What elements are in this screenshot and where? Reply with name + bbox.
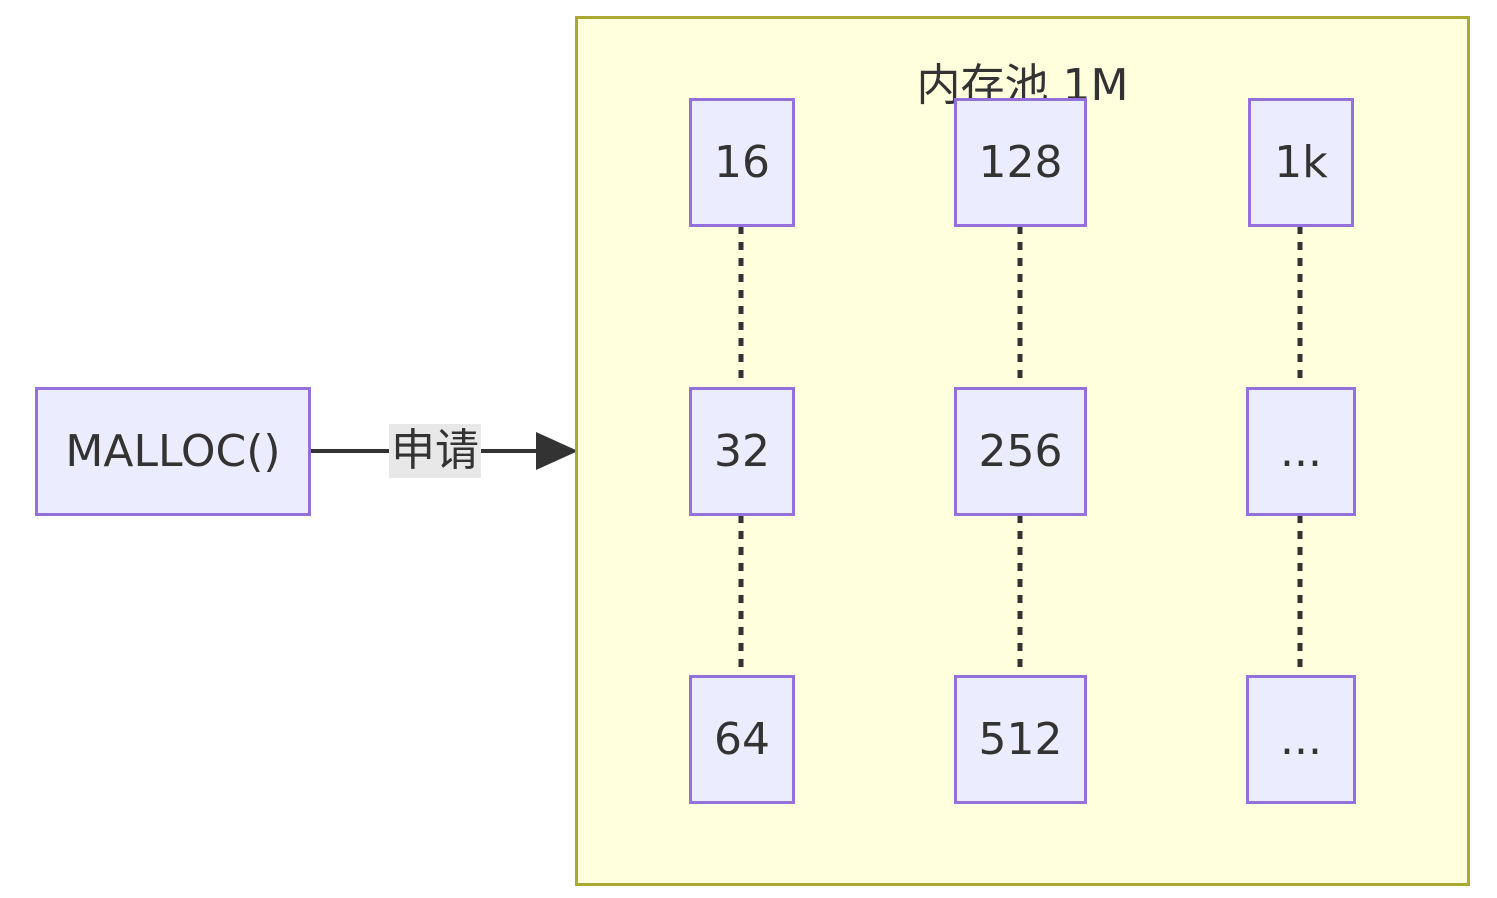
pool-node-16: 16 [689,98,795,227]
pool-node-128: 128 [954,98,1087,227]
pool-node-label: 32 [714,426,770,477]
pool-node-ellipsis: ... [1246,387,1356,516]
pool-node-label: 64 [714,714,770,765]
malloc-node: MALLOC() [35,387,311,516]
pool-node-label: 16 [714,137,770,188]
pool-node-label: ... [1280,714,1322,765]
pool-node-label: 256 [978,426,1063,477]
pool-node-label: 128 [978,137,1063,188]
pool-node-64: 64 [689,675,795,804]
pool-node-ellipsis: ... [1246,675,1356,804]
malloc-node-label: MALLOC() [65,426,281,477]
pool-node-32: 32 [689,387,795,516]
pool-node-1k: 1k [1248,98,1354,227]
edge-arrowhead [536,432,578,470]
pool-node-512: 512 [954,675,1087,804]
pool-node-label: 1k [1274,137,1328,188]
edge-label: 申请 [389,424,481,478]
pool-node-label: 512 [978,714,1063,765]
pool-node-label: ... [1280,426,1322,477]
pool-node-256: 256 [954,387,1087,516]
